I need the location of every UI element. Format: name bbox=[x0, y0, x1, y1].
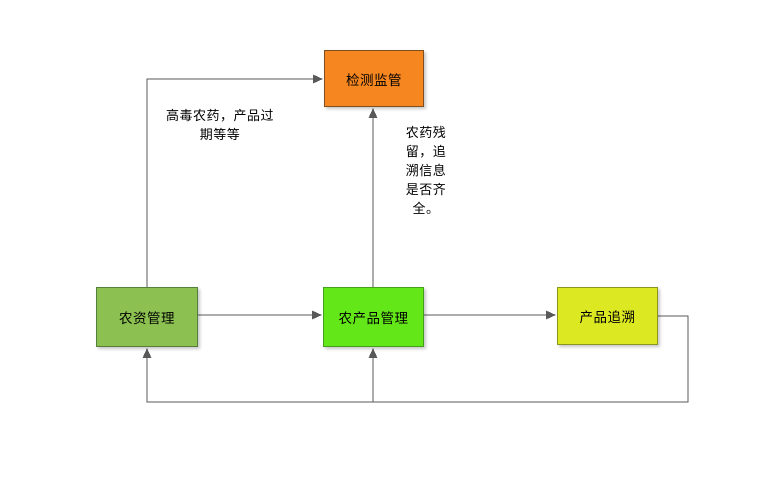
node-product-traceability-label: 产品追溯 bbox=[579, 310, 636, 326]
node-agri-materials-management-label: 农资管理 bbox=[119, 311, 175, 327]
node-agri-product-management-label: 农产品管理 bbox=[338, 311, 409, 327]
node-agri-product-management: 农产品管理 bbox=[323, 287, 424, 347]
arrowhead-into-materials-bottom bbox=[142, 348, 152, 358]
arrowhead-into-inspection-bottom bbox=[368, 108, 378, 118]
arrowhead-into-product-left bbox=[312, 310, 322, 320]
arrowhead-into-product-bottom bbox=[368, 348, 378, 358]
node-agri-materials-management: 农资管理 bbox=[96, 287, 198, 347]
node-inspection-supervision: 检测监管 bbox=[324, 50, 424, 107]
arrowhead-into-trace-left bbox=[546, 310, 556, 320]
node-inspection-supervision-label: 检测监管 bbox=[346, 72, 402, 89]
annotation-pesticide-residue-trace-info: 农药残 留，追 溯信息 是否齐 全。 bbox=[405, 126, 447, 217]
arrowhead-into-inspection-left bbox=[313, 74, 323, 84]
node-product-traceability: 产品追溯 bbox=[557, 287, 658, 345]
annotation-toxic-pesticide-expired-products: 高毒农药，产品过 期等等 bbox=[165, 109, 274, 143]
